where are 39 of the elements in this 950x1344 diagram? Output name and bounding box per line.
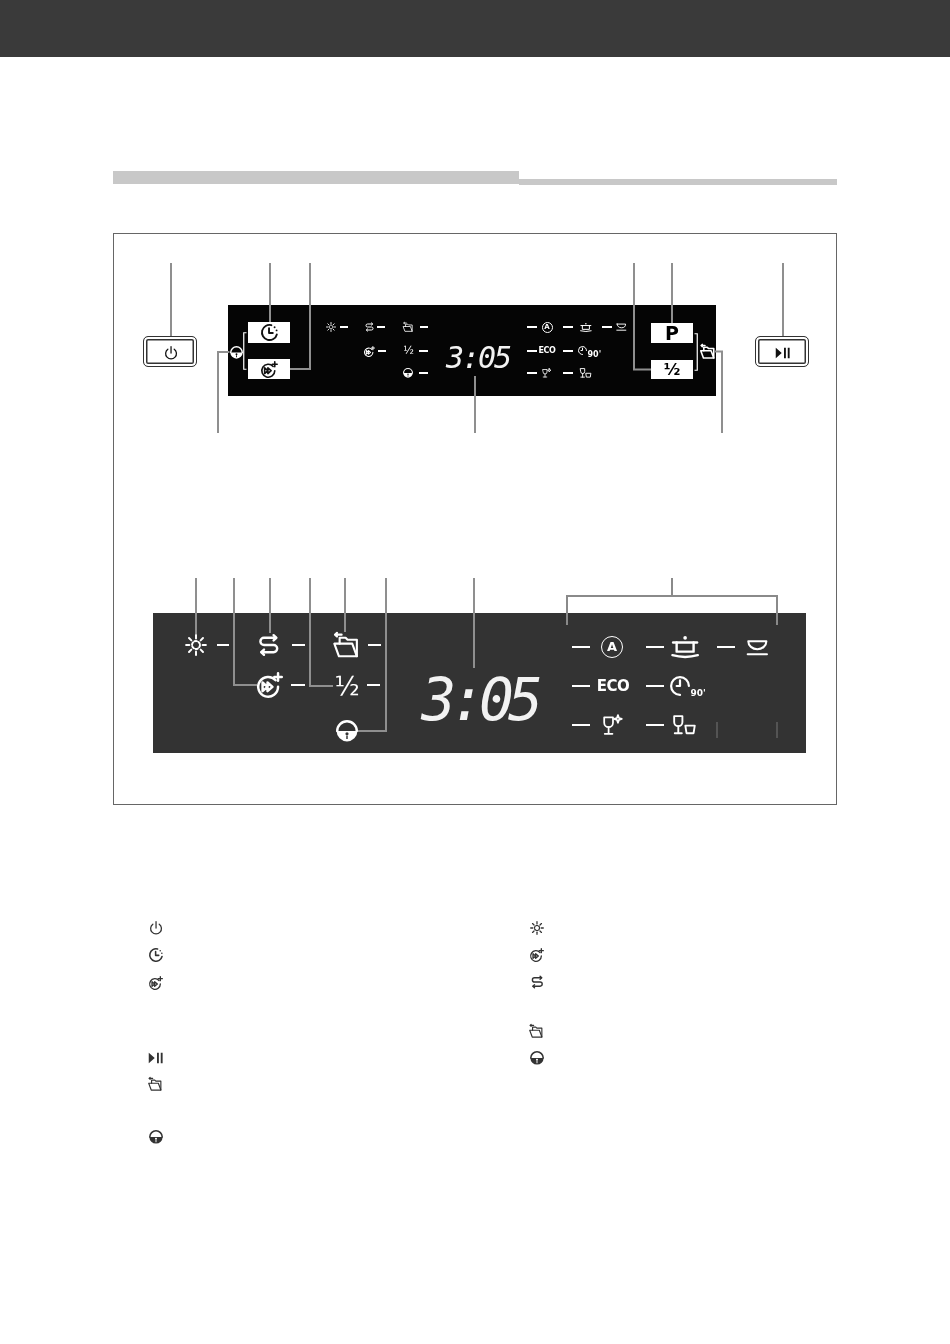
leader-line — [269, 262, 271, 323]
control-panel — [228, 305, 716, 396]
folder-icon — [699, 344, 715, 359]
fraction-label: ½ — [333, 670, 361, 702]
leader-line — [713, 350, 723, 434]
padlock-icon — [229, 345, 243, 359]
leader-line — [233, 577, 258, 686]
fast-forward-button — [248, 359, 290, 379]
leader-line — [782, 262, 784, 337]
leader-line — [474, 375, 476, 434]
leader-line — [633, 262, 652, 371]
half-load-button: ½ — [651, 360, 693, 379]
leader-line — [289, 262, 311, 370]
indicator-label: 90' — [690, 687, 707, 699]
indicator-label: ECO — [537, 346, 557, 356]
time-display: 3:05 — [444, 340, 512, 376]
leader-line — [344, 577, 346, 633]
leader-line — [217, 351, 231, 434]
leader-line — [170, 262, 172, 337]
play-pause-button — [755, 336, 809, 367]
indicator-label: 90' — [587, 349, 603, 360]
indicator-label: ECO — [595, 676, 631, 696]
display-panel — [153, 613, 806, 753]
leader-line — [357, 577, 387, 732]
swap-arrows-icon — [258, 633, 280, 657]
sun-icon — [185, 634, 207, 656]
leader-line — [269, 577, 271, 634]
padlock-icon — [336, 720, 358, 742]
time-display: 3:05 — [418, 668, 540, 732]
program-button: P — [651, 323, 693, 343]
indicator-label: ½ — [402, 344, 415, 358]
leader-line — [671, 262, 673, 324]
timer-button — [248, 322, 290, 343]
power-button — [143, 336, 197, 367]
folder-icon — [333, 632, 359, 658]
leader-line — [473, 577, 475, 669]
fast-forward-icon — [257, 672, 283, 698]
leader-line — [195, 577, 197, 635]
leader-line — [309, 577, 334, 687]
